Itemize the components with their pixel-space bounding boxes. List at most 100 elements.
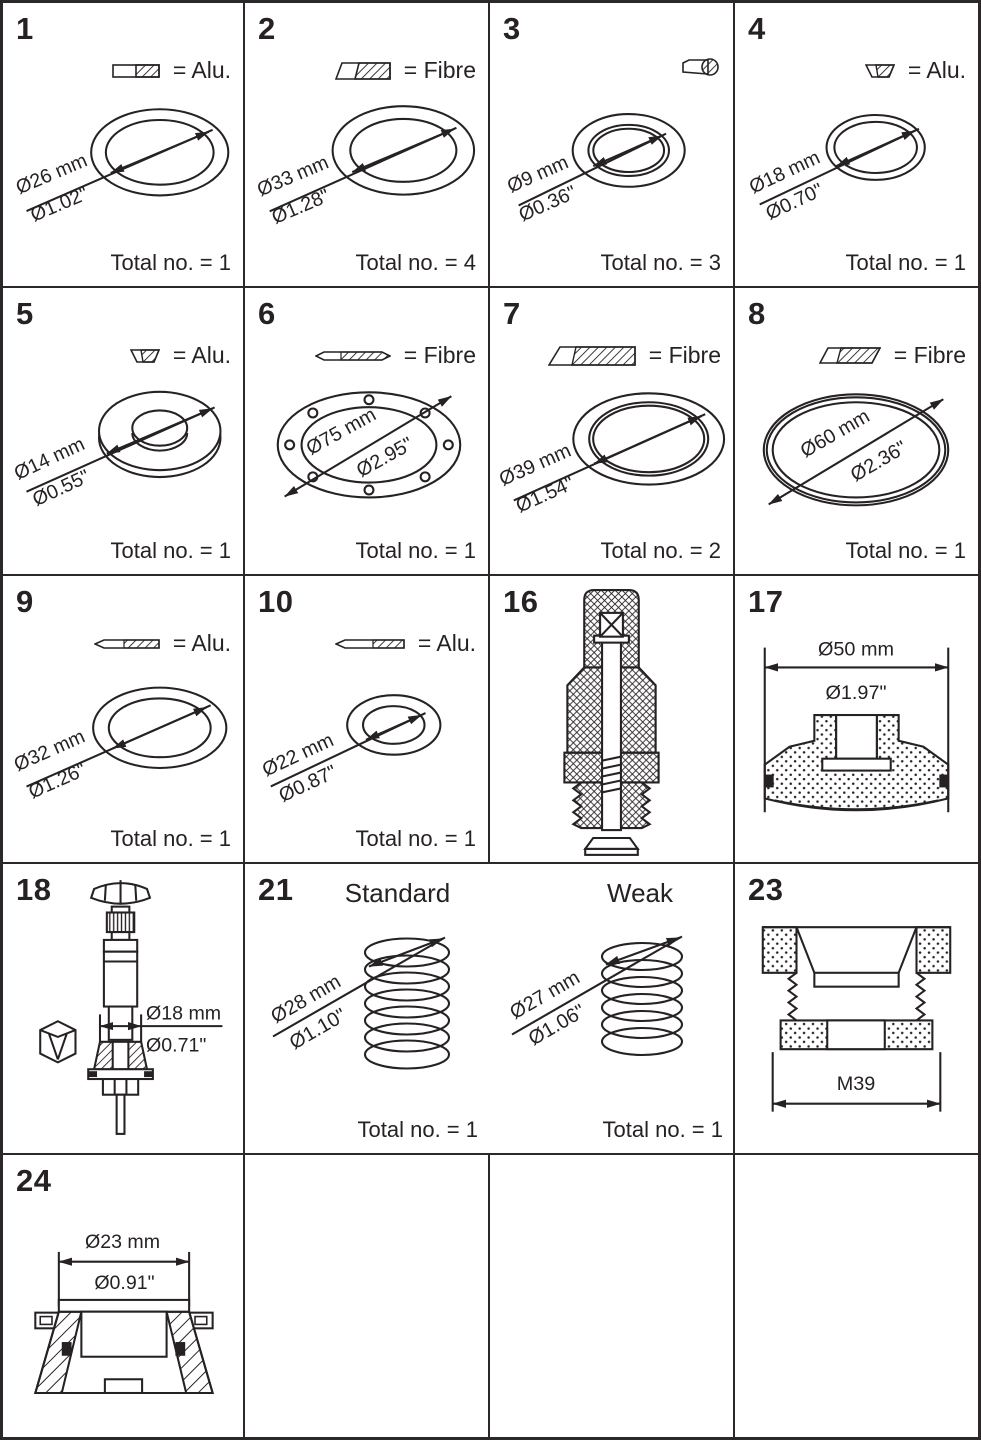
alu-gasket-profile-icon xyxy=(334,638,405,649)
kit-item-1: 1 = Alu. Ø26 mm Ø1.02" Total no. = 1 xyxy=(3,3,245,288)
kit-item-17: 17 Ø50 mm Ø1.97" xyxy=(735,576,978,864)
item-number: 4 xyxy=(748,11,766,46)
spindle-assembly-drawing: Ø18 mm Ø0.71" xyxy=(39,880,223,1135)
material-legend: = Fibre xyxy=(334,57,476,84)
total-count: Total no. = 1 xyxy=(845,250,966,275)
fibre-gasket-profile-icon xyxy=(334,61,391,80)
kit-item-6: 6 = Fibre Ø75 mm Ø2.95" Total no. = 1 xyxy=(245,288,490,576)
total-count: Total no. = 3 xyxy=(600,250,721,275)
material-legend: = Fibre xyxy=(818,342,966,369)
washer-drawing: Ø9 mm Ø0.36" xyxy=(504,113,686,226)
washer-drawing: Ø14 mm Ø0.55" xyxy=(11,390,222,511)
gland-nut-cross-section-drawing: M39 xyxy=(761,926,952,1112)
diameter-mm-label: Ø75 mm xyxy=(303,404,380,460)
valve-pin-assembly-drawing xyxy=(563,589,660,856)
fibre-gasket-profile-icon xyxy=(818,347,881,364)
total-count: Total no. = 4 xyxy=(355,250,476,275)
total-count: Total no. = 1 xyxy=(110,250,231,275)
kit-item-2: 2 = Fibre Ø33 mm Ø1.28" Total no. = 4 xyxy=(245,3,490,288)
material-label: = Alu. xyxy=(172,57,231,83)
washer-drawing: Ø32 mm Ø1.26" xyxy=(11,686,228,803)
total-count: Total no. = 1 xyxy=(110,826,231,851)
material-label: = Fibre xyxy=(648,342,721,368)
material-label: = Alu. xyxy=(417,630,476,656)
material-label: = Fibre xyxy=(403,342,476,368)
ring-gasket-drawing: Ø60 mm Ø2.36" xyxy=(762,393,950,507)
alu-gasket-profile-icon xyxy=(112,63,160,78)
total-count: Total no. = 1 xyxy=(602,1117,723,1142)
item-number: 2 xyxy=(258,11,276,46)
item-number: 16 xyxy=(503,584,539,619)
total-count: Total no. = 1 xyxy=(355,538,476,563)
diameter-inch-label: Ø2.36" xyxy=(847,437,911,487)
spring-variant-label: Standard xyxy=(344,878,451,908)
material-label: = Alu. xyxy=(907,57,966,83)
kit-item-3: 3 Ø9 mm Ø0.36" Total no. = 3 xyxy=(490,3,735,288)
total-count: Total no. = 1 xyxy=(357,1117,478,1142)
item-number: 18 xyxy=(16,872,52,907)
diameter-mm-label: Ø50 mm xyxy=(818,639,894,661)
total-count: Total no. = 1 xyxy=(355,826,476,851)
item-number: 3 xyxy=(503,11,521,46)
material-legend: = Fibre xyxy=(547,342,721,369)
washer-drawing: Ø22 mm Ø0.87" xyxy=(259,694,442,807)
total-count: Total no. = 1 xyxy=(845,538,966,563)
kit-item-24: 24 Ø23 mm Ø0.91" xyxy=(3,1155,245,1437)
kit-item-23: 23 M39 xyxy=(735,864,978,1155)
thread-size-label: M39 xyxy=(837,1073,876,1095)
item-number: 24 xyxy=(16,1163,52,1198)
spring-variant-label: Weak xyxy=(607,878,673,908)
weak-spring-panel: Weak Ø27 mm Ø1.06" Total no. = 1 xyxy=(490,864,733,1153)
material-legend: = Fibre xyxy=(314,342,476,369)
washer-drawing: Ø26 mm Ø1.02" xyxy=(13,108,230,227)
fibre-gasket-profile-icon xyxy=(547,345,636,366)
empty-cell xyxy=(735,1155,978,1437)
material-label: = Alu. xyxy=(172,630,231,656)
kit-item-18: 18 Ø18 mm Ø0.71 xyxy=(3,864,245,1155)
diameter-inch-label: Ø1.97" xyxy=(825,682,886,704)
weak-spring-drawing: Ø27 mm Ø1.06" xyxy=(506,935,684,1057)
item-number: 17 xyxy=(748,584,784,619)
item-number: 10 xyxy=(258,584,294,619)
flange-gasket-drawing: Ø75 mm Ø2.95" xyxy=(276,391,462,499)
diameter-inch-label: Ø2.95" xyxy=(353,433,417,482)
item-number: 23 xyxy=(748,872,784,907)
diameter-mm-label: Ø23 mm xyxy=(85,1231,160,1253)
item-number: 1 xyxy=(16,11,34,46)
total-count: Total no. = 2 xyxy=(600,538,721,563)
kit-item-8: 8 = Fibre Ø60 mm Ø2.36" Total no. = 1 xyxy=(735,288,978,576)
item-number: 8 xyxy=(748,296,766,331)
kit-item-21: 21 Standard Ø28 mm Ø1.10" Total no. = 1 … xyxy=(245,864,735,1155)
standard-spring-panel: Standard Ø28 mm Ø1.10" Total no. = 1 xyxy=(245,864,490,1153)
material-label: = Fibre xyxy=(893,342,966,368)
item-number: 5 xyxy=(16,296,34,331)
empty-cell xyxy=(490,1155,735,1437)
diameter-inch-label: Ø0.71" xyxy=(146,1035,206,1057)
material-legend xyxy=(681,57,721,77)
material-legend: = Alu. xyxy=(129,342,231,369)
kit-item-10: 10 = Alu. Ø22 mm Ø0.87" Total no. = 1 xyxy=(245,576,490,864)
washer-drawing: Ø18 mm Ø0.70" xyxy=(746,113,926,225)
diameter-mm-label: Ø60 mm xyxy=(797,405,874,462)
diaphragm-cross-section-drawing: Ø50 mm Ø1.97" xyxy=(763,639,950,813)
material-label: = Alu. xyxy=(172,342,231,368)
standard-spring-drawing: Ø28 mm Ø1.10" xyxy=(267,936,451,1070)
material-legend: = Alu. xyxy=(864,57,966,84)
kit-item-9: 9 = Alu. Ø32 mm Ø1.26" Total no. = 1 xyxy=(3,576,245,864)
kit-item-4: 4 = Alu. Ø18 mm Ø0.70" Total no. = 1 xyxy=(735,3,978,288)
kit-item-7: 7 = Fibre Ø39 mm Ø1.54" Total no. = 2 xyxy=(490,288,735,576)
washer-drawing: Ø33 mm Ø1.28" xyxy=(254,105,476,229)
material-legend: = Alu. xyxy=(334,630,476,657)
washer-drawing: Ø39 mm Ø1.54" xyxy=(496,392,726,517)
total-count: Total no. = 1 xyxy=(110,538,231,563)
alu-gasket-profile-icon xyxy=(864,63,895,78)
empty-cell xyxy=(245,1155,490,1437)
item-number: 21 xyxy=(258,872,294,907)
kit-item-5: 5 = Alu. Ø14 mm Ø0.55" Total no. = 1 xyxy=(3,288,245,576)
material-label: = Fibre xyxy=(403,57,476,83)
diameter-inch-label: Ø0.91" xyxy=(94,1272,154,1294)
alu-gasket-profile-icon xyxy=(93,638,160,649)
material-legend: = Alu. xyxy=(112,57,231,84)
fibre-gasket-profile-icon xyxy=(314,350,391,361)
